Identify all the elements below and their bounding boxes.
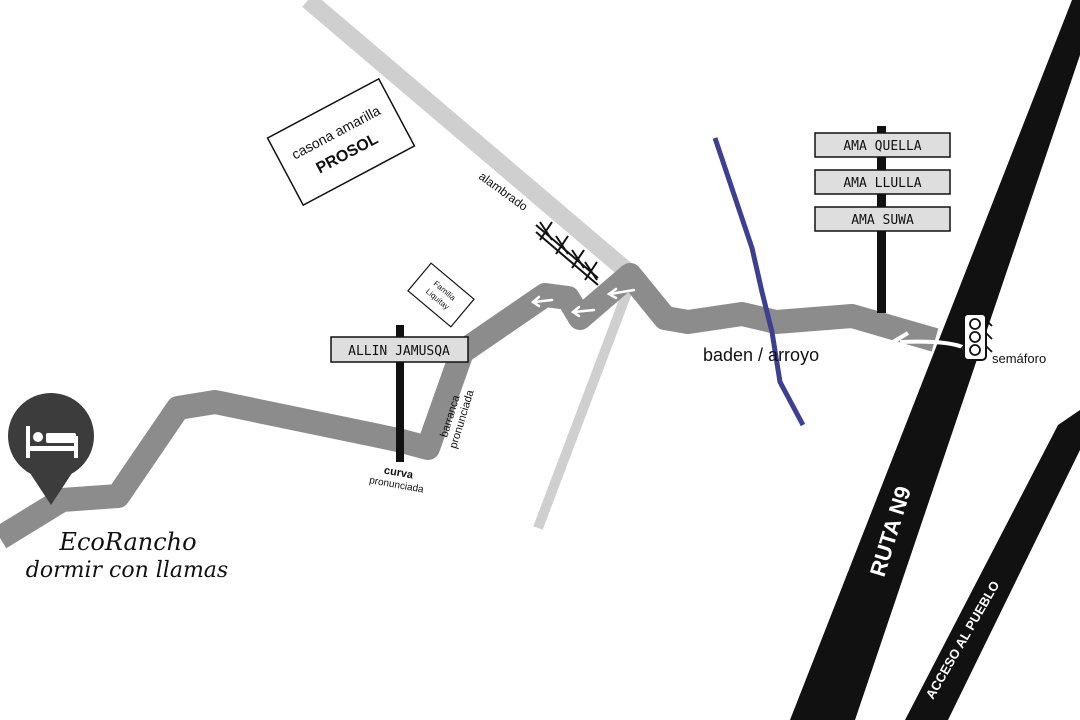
ecorancho-subtitle: dormir con llamas: [26, 558, 228, 583]
prosol-frame: [266, 77, 416, 207]
ama-sign-board: [814, 132, 951, 158]
allin-sign-label: ALLIN JAMUSQA: [348, 344, 450, 359]
secondary-road-lower: [533, 288, 633, 530]
route-arrows: [530, 287, 636, 318]
secondary-road-upper: [302, 0, 634, 279]
direction-arrow-1: [530, 295, 554, 308]
ama-sign-board: [814, 169, 951, 195]
direction-arrow-3: [606, 287, 636, 300]
ecorancho-title: EcoRancho: [58, 528, 196, 556]
acceso-al-pueblo-road: [905, 410, 1080, 720]
ama-sign-board: [814, 206, 951, 232]
ruta-n9-road: [790, 0, 1080, 720]
entry-arrow-head: [889, 331, 910, 353]
main-route: [0, 263, 939, 549]
baden-label: baden / arroyo: [703, 345, 819, 365]
bed-location-pin-icon: [8, 393, 94, 505]
allin-sign-post: [396, 325, 404, 462]
traffic-light-icon: [957, 313, 993, 361]
semaforo-label: semáforo: [992, 351, 1046, 366]
ama-sign-label: AMA SUWA: [851, 213, 914, 228]
ama-sign-label: AMA LLULLA: [843, 176, 921, 191]
entry-arrow: [899, 339, 966, 350]
curva-line1: curva: [383, 465, 415, 482]
familia-frame: [407, 262, 475, 328]
familia-label-box: Familia Liquitay: [407, 262, 475, 328]
direction-arrow-2: [570, 305, 596, 318]
barbed-wire-icon: [535, 221, 599, 286]
ama-sign-label: AMA QUELLA: [843, 139, 921, 154]
ama-signs: AMA QUELLA AMA LLULLA AMA SUWA: [814, 132, 951, 232]
allin-sign-board: [330, 336, 469, 363]
stream-line: [712, 137, 806, 427]
